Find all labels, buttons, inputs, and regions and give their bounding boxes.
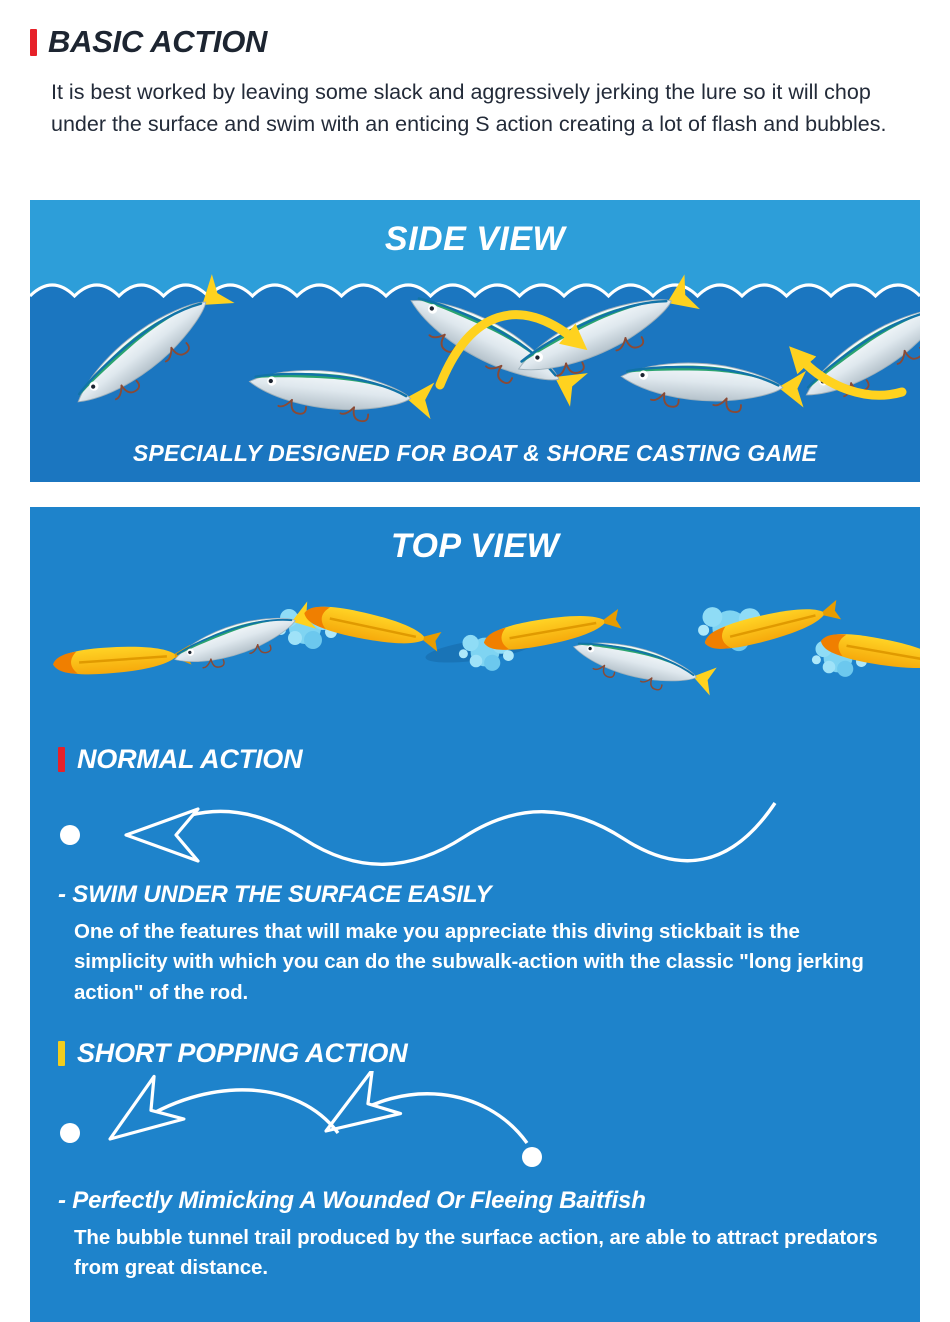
top-view-illustration [50, 595, 920, 704]
short-popping-heading: SHORT POPPING ACTION [58, 1038, 920, 1069]
s-curve-swim-path [159, 802, 777, 866]
normal-action-description: One of the features that will make you a… [74, 920, 864, 1004]
page-title: BASIC ACTION [48, 24, 268, 59]
yellow-accent-bar-icon [58, 1040, 65, 1066]
short-popping-title: SHORT POPPING ACTION [77, 1037, 408, 1068]
swim-direction-arrowhead-icon [124, 807, 200, 863]
normal-action-motion-diagram [60, 802, 777, 866]
side-view-caption: SPECIALLY DESIGNED FOR BOAT & SHORE CAST… [132, 440, 818, 466]
normal-action-heading: NORMAL ACTION [58, 744, 920, 775]
popping-dot-right [522, 1146, 542, 1167]
normal-action-title: NORMAL ACTION [77, 744, 303, 774]
side-view-panel: SIDE VIEW SPECIALLY DESIGNED FOR BOAT & … [30, 200, 920, 482]
short-popping-description: The bubble tunnel trail produced by the … [74, 1225, 878, 1280]
side-view-illustration [30, 200, 920, 482]
top-lure-rolling-2 [567, 631, 718, 704]
top-lure [300, 599, 444, 656]
normal-action-subtitle: - SWIM UNDER THE SURFACE EASILY [58, 881, 492, 908]
top-view-panel: TOP VIEW NORMAL ACTION - SWIM [30, 507, 920, 1322]
short-popping-motion-diagram [60, 1070, 542, 1167]
side-view-title: SIDE VIEW [384, 220, 566, 258]
popping-arc-path-left [133, 1088, 340, 1134]
page-title-row: BASIC ACTION [30, 24, 920, 60]
yellow-motion-arrow-icon [435, 310, 588, 390]
short-popping-subtitle: - Perfectly Mimicking A Wounded Or Fleei… [58, 1186, 646, 1214]
deep-water-fill [30, 285, 920, 482]
red-accent-bar-icon [58, 747, 65, 772]
intro-paragraph: It is best worked by leaving some slack … [51, 80, 887, 137]
popping-dot-left [60, 1122, 80, 1143]
yellow-motion-arrow-icon-2 [789, 346, 907, 400]
motion-start-dot [60, 825, 80, 845]
popping-arrowhead-icon-2 [93, 1074, 186, 1162]
red-accent-bar-icon [30, 28, 37, 56]
water-surface-line [30, 283, 920, 299]
top-view-title: TOP VIEW [390, 527, 560, 565]
header-section: BASIC ACTION It is best worked by leavin… [30, 24, 920, 141]
popping-arrowhead-icon [310, 1070, 403, 1155]
top-lure [50, 640, 193, 679]
